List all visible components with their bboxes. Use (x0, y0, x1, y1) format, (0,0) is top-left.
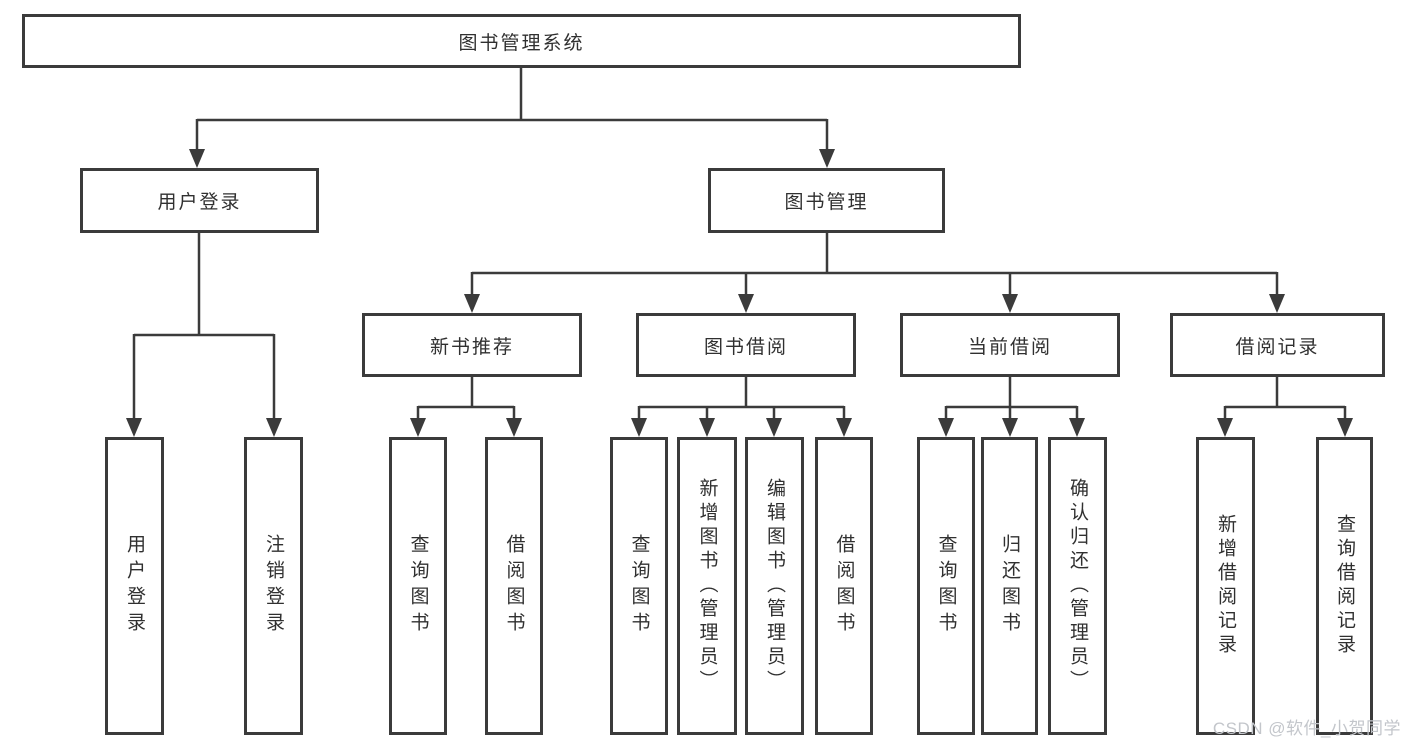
leaf-query-books: 查询图书 (610, 437, 668, 735)
node-book-borrow: 图书借阅 (636, 313, 856, 377)
leaf-borrow-books: 借阅图书 (485, 437, 543, 735)
node-new-book-recommend: 新书推荐 (362, 313, 582, 377)
leaf-borrow-books: 借阅图书 (815, 437, 873, 735)
section-label: 新书推荐 (429, 336, 514, 358)
leaf-label: 查询图书 (628, 534, 650, 638)
leaf-label: 编辑图书（管理员） (764, 478, 785, 694)
leaf-label: 注销登录 (263, 534, 284, 638)
node-borrow-record: 借阅记录 (1170, 313, 1385, 377)
leaf-query-books: 查询图书 (917, 437, 975, 735)
node-user-login: 用户登录 (80, 168, 319, 233)
arrowheads (126, 149, 1353, 437)
section-label: 当前借阅 (967, 336, 1052, 358)
node-book-mgmt: 图书管理 (708, 168, 945, 233)
section-label: 图书借阅 (703, 336, 788, 358)
leaf-query-borrow-record: 查询借阅记录 (1316, 437, 1373, 735)
leaf-label: 查询借阅记录 (1334, 514, 1355, 658)
node-book-mgmt-label: 图书管理 (784, 192, 869, 213)
node-user-login-label: 用户登录 (157, 192, 242, 213)
leaf-user-login: 用户登录 (105, 437, 164, 735)
leaf-query-books: 查询图书 (389, 437, 447, 735)
leaf-add-borrow-record: 新增借阅记录 (1196, 437, 1255, 735)
leaf-label: 确认归还（管理员） (1067, 478, 1088, 694)
leaf-label: 归还图书 (999, 534, 1020, 638)
leaf-label: 查询图书 (407, 534, 429, 638)
node-root-label: 图书管理系统 (458, 32, 585, 54)
leaf-label: 查询图书 (935, 534, 957, 638)
leaf-confirm-return-admin: 确认归还（管理员） (1048, 437, 1107, 735)
node-root: 图书管理系统 (22, 14, 1021, 68)
leaf-add-books-admin: 新增图书（管理员） (677, 437, 737, 735)
leaf-label: 新增借阅记录 (1215, 514, 1236, 658)
leaf-logout: 注销登录 (244, 437, 303, 735)
leaf-label: 新增图书（管理员） (696, 478, 718, 694)
leaf-label: 用户登录 (124, 534, 145, 638)
leaf-edit-books-admin: 编辑图书（管理员） (745, 437, 804, 735)
node-current-borrow: 当前借阅 (900, 313, 1120, 377)
leaf-label: 借阅图书 (833, 534, 855, 638)
csdn-watermark: CSDN @软件_小贺同学 (1212, 719, 1401, 738)
leaf-return-books: 归还图书 (981, 437, 1038, 735)
section-label: 借阅记录 (1235, 336, 1320, 358)
leaf-label: 借阅图书 (503, 534, 525, 638)
